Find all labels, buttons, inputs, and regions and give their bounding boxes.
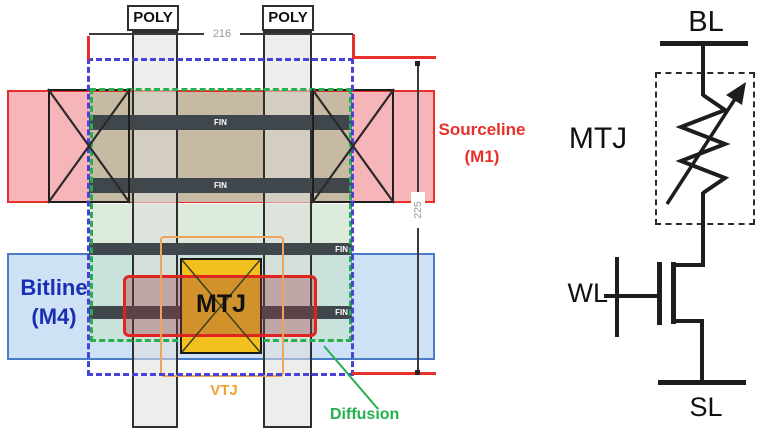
fin-label-3: FIN xyxy=(335,244,348,254)
height-dimension-end-top xyxy=(415,61,420,66)
source-stub xyxy=(673,319,704,323)
sourceline-label: Sourceline (M1) xyxy=(436,116,528,170)
m1-segment-top-right xyxy=(352,56,436,59)
m1-segment-bottom-right xyxy=(352,372,436,375)
wl-vertical-line xyxy=(615,257,619,337)
gate-wire xyxy=(618,294,660,298)
vtj-outline xyxy=(160,236,284,377)
drain-wire xyxy=(701,192,705,267)
poly-column-right xyxy=(263,31,312,428)
source-wire xyxy=(700,321,704,383)
sl-terminal-label: SL xyxy=(689,392,723,422)
fin-bar-1: FIN xyxy=(89,115,352,130)
drain-stub xyxy=(673,263,705,267)
mtj-schematic-label: MTJ xyxy=(568,122,628,155)
fin-bar-2: FIN xyxy=(89,178,352,193)
wl-wire xyxy=(604,294,618,298)
bitline-label-line2: (M4) xyxy=(31,303,77,329)
height-dimension-value: 225 xyxy=(411,192,425,228)
bitline-label-line1: Bitline xyxy=(20,275,88,300)
m1-segment-left-vertical xyxy=(87,36,90,60)
poly-tag-right-text: POLY xyxy=(268,9,308,26)
fin-label-1: FIN xyxy=(214,118,227,127)
diffusion-label: Diffusion xyxy=(330,406,400,423)
wl-terminal-label: WL xyxy=(567,278,609,308)
width-dimension-value: 216 xyxy=(204,27,240,41)
fin-label-2: FIN xyxy=(214,181,227,190)
vtj-label: VTJ xyxy=(210,382,238,399)
bl-wire xyxy=(701,44,705,96)
height-dimension-end-bottom xyxy=(415,370,420,375)
fin-label-4: FIN xyxy=(335,308,348,317)
mtj-device-outline xyxy=(655,72,755,225)
poly-tag-left: POLY xyxy=(127,5,179,31)
bl-terminal-bar xyxy=(660,41,748,46)
channel-bar xyxy=(671,262,676,324)
gate-bar xyxy=(657,262,662,325)
cell-boundary-outline xyxy=(87,58,354,376)
poly-tag-left-text: POLY xyxy=(133,9,173,26)
bitline-label: Bitline (M4) xyxy=(8,274,100,331)
sourceline-label-line1: Sourceline xyxy=(438,120,526,139)
mtj-layout-label: MTJ xyxy=(196,290,246,318)
bl-terminal-label: BL xyxy=(688,6,724,38)
sl-terminal-bar xyxy=(658,380,746,385)
poly-column-left xyxy=(132,31,178,428)
m1-segment-right-vertical xyxy=(352,34,355,58)
sourceline-label-line2: (M1) xyxy=(464,147,500,167)
fin-bar-3: FIN xyxy=(89,243,352,255)
poly-tag-right: POLY xyxy=(262,5,314,31)
